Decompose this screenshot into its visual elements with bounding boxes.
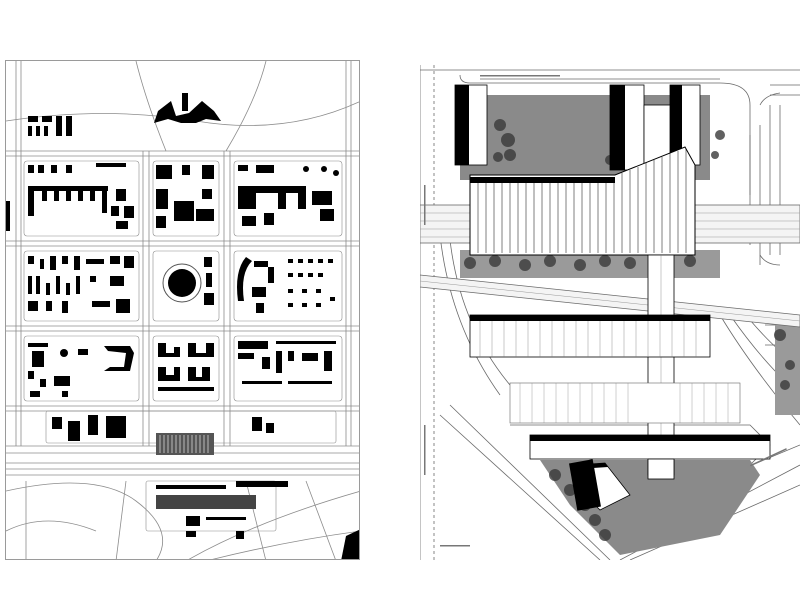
siteplan-panel <box>420 65 800 560</box>
lower-slab <box>529 434 771 480</box>
main-slab <box>469 146 696 256</box>
road-network <box>6 61 359 559</box>
buildings <box>6 116 359 559</box>
monument-top <box>154 93 221 123</box>
masterplan-panel <box>5 60 360 560</box>
mid-slab <box>469 314 711 358</box>
annotations <box>424 75 787 547</box>
lower-block <box>569 459 631 511</box>
platforms <box>509 382 741 424</box>
masterplan-drawing <box>6 61 359 559</box>
siteplan-drawing <box>420 65 800 560</box>
